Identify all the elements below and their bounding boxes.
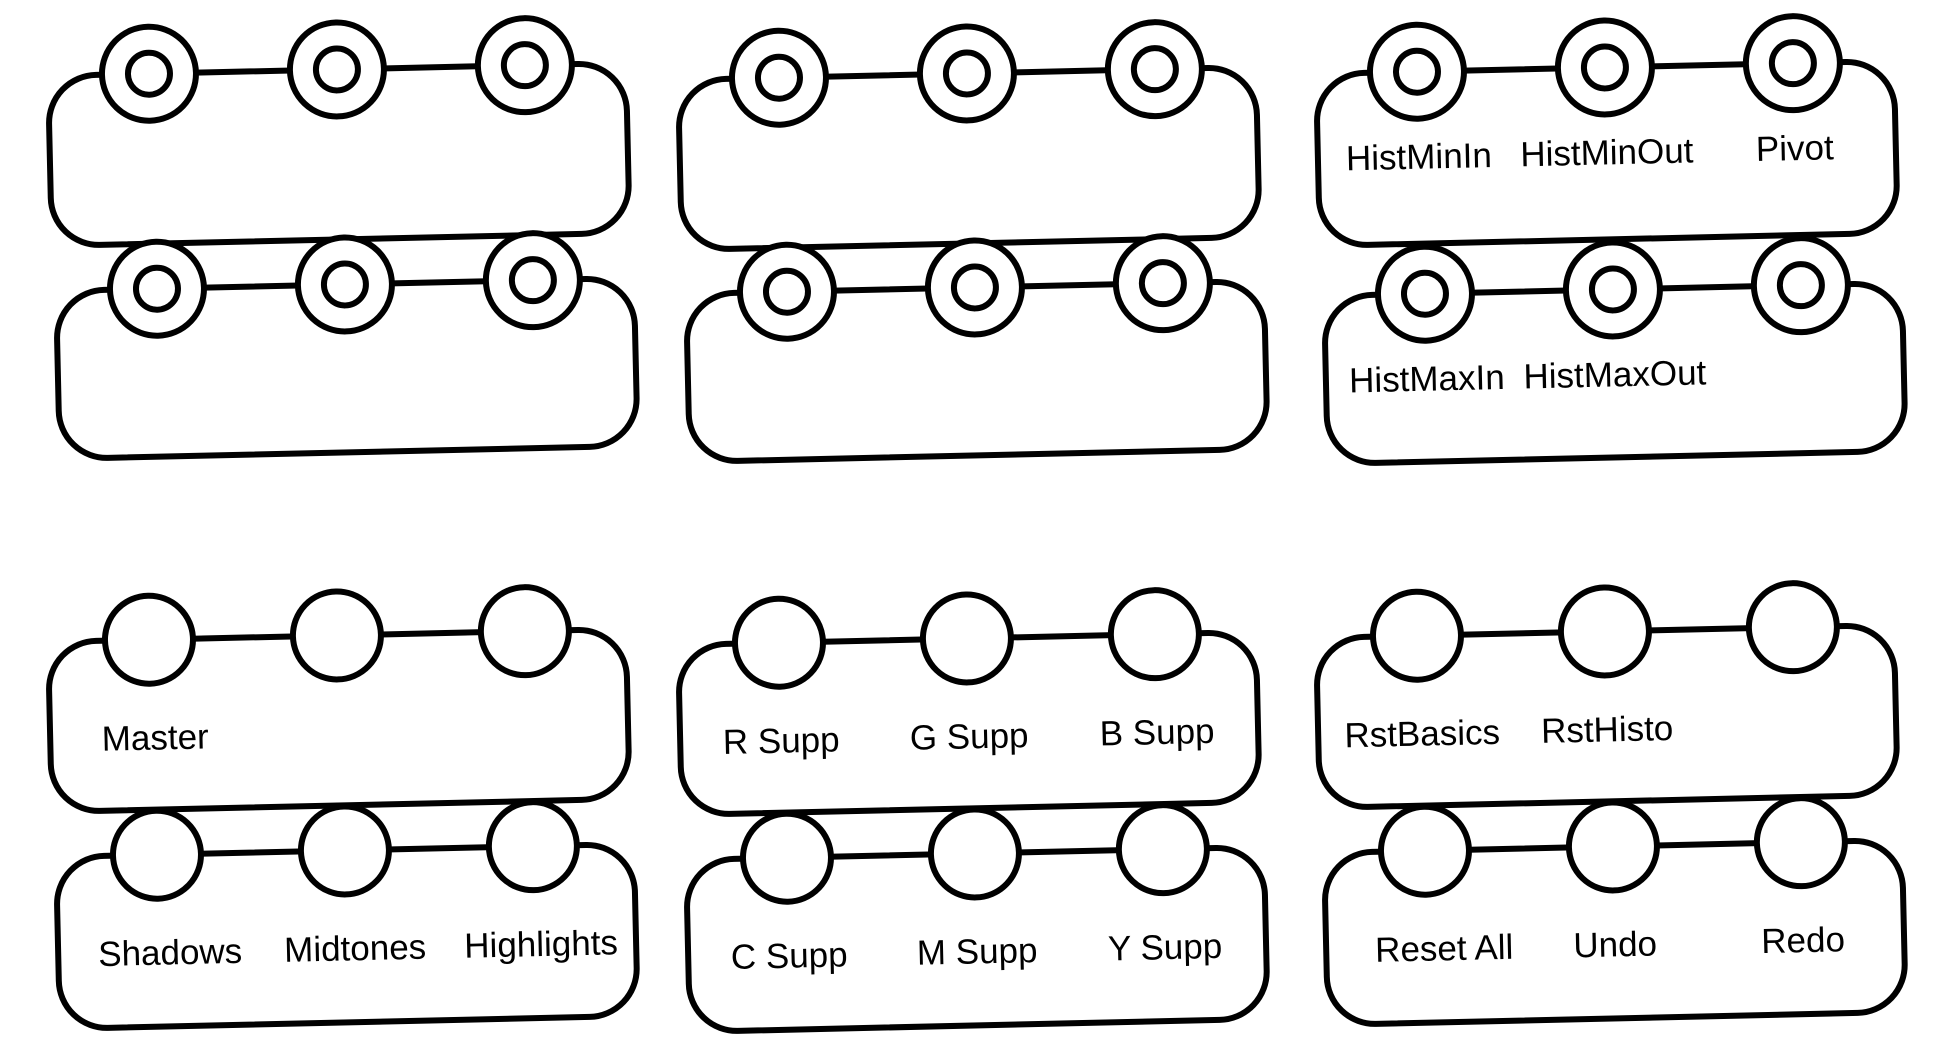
encoder-knob: [106, 238, 207, 339]
button-label: G Supp: [909, 716, 1029, 758]
encoder-knob: [98, 23, 199, 124]
button: [919, 591, 1014, 686]
encoder-strip: HistMinIn HistMinOut Pivot: [1314, 13, 1900, 248]
knob-label: HistMaxOut: [1523, 353, 1707, 396]
encoder-knob: [1112, 233, 1213, 334]
button: [731, 595, 826, 690]
button: [1115, 802, 1210, 897]
button: [927, 806, 1022, 901]
button-label: Redo: [1761, 920, 1846, 961]
encoder-knob: [1374, 243, 1475, 344]
button-strip: RstBasics RstHisto: [1314, 580, 1900, 810]
encoder-strip: HistMaxIn HistMaxOut: [1322, 235, 1908, 466]
encoder-knob: [1104, 19, 1205, 120]
panel-top-right: HistMinIn HistMinOut Pivot HistMaxIn His…: [1314, 13, 1908, 466]
panel-bottom-left: Master Shadows Midtones Highlights: [46, 584, 640, 1031]
button-strip: Shadows Midtones Highlights: [54, 799, 640, 1031]
button: [289, 588, 384, 683]
button: [739, 810, 834, 905]
encoder-knob: [482, 230, 583, 331]
button: [101, 592, 196, 687]
encoder-strip: [46, 15, 632, 248]
button: [485, 799, 580, 894]
knob-label: Pivot: [1755, 128, 1834, 169]
button: [297, 803, 392, 898]
button: [1745, 580, 1840, 675]
button-label: Reset All: [1375, 928, 1514, 970]
encoder-knob: [1750, 235, 1851, 336]
button-label: Y Supp: [1108, 927, 1223, 969]
button-label: Midtones: [284, 928, 427, 970]
encoder-knob: [736, 241, 837, 342]
button: [1753, 795, 1848, 890]
button: [1565, 799, 1660, 894]
encoder-knob: [474, 15, 575, 116]
button-strip: R Supp G Supp B Supp: [676, 587, 1262, 817]
button-strip: Reset All Undo Redo: [1322, 795, 1908, 1027]
encoder-knob: [1562, 239, 1663, 340]
encoder-strip: [54, 230, 640, 461]
knob-label: HistMinOut: [1520, 131, 1694, 174]
button-label: M Supp: [916, 931, 1037, 973]
button-label: B Supp: [1099, 712, 1215, 754]
encoder-knob: [294, 234, 395, 335]
encoder-knob: [924, 237, 1025, 338]
knob-label: HistMaxIn: [1349, 358, 1505, 401]
button-label: Highlights: [464, 923, 619, 965]
button: [1377, 803, 1472, 898]
encoder-knob: [916, 23, 1017, 124]
encoder-strip: [676, 19, 1262, 252]
encoder-strip: [684, 233, 1270, 464]
button: [477, 584, 572, 679]
knob-label: HistMinIn: [1346, 136, 1493, 178]
panel-bottom-middle: R Supp G Supp B Supp C Supp M Supp Y Sup…: [676, 587, 1270, 1034]
encoder-knob: [1366, 21, 1467, 122]
button-label: C Supp: [730, 935, 848, 977]
button: [1107, 587, 1202, 682]
button-label: R Supp: [722, 720, 840, 762]
button-label: Undo: [1573, 924, 1658, 965]
encoder-knob: [286, 19, 387, 120]
encoder-knob: [728, 27, 829, 128]
button-label: Master: [101, 717, 209, 758]
panel-top-middle: [676, 19, 1270, 464]
encoder-knob: [1554, 17, 1655, 118]
button: [109, 807, 204, 902]
button-label: RstHisto: [1541, 709, 1674, 751]
button-strip: Master: [46, 584, 632, 814]
button: [1369, 588, 1464, 683]
button: [1557, 584, 1652, 679]
panel-top-left: [46, 15, 640, 461]
panel-bottom-right: RstBasics RstHisto Reset All Undo Redo: [1314, 580, 1908, 1027]
button-label: Shadows: [98, 932, 243, 974]
button-strip: C Supp M Supp Y Supp: [684, 802, 1270, 1034]
button-label: RstBasics: [1344, 713, 1500, 756]
encoder-knob: [1742, 13, 1843, 114]
